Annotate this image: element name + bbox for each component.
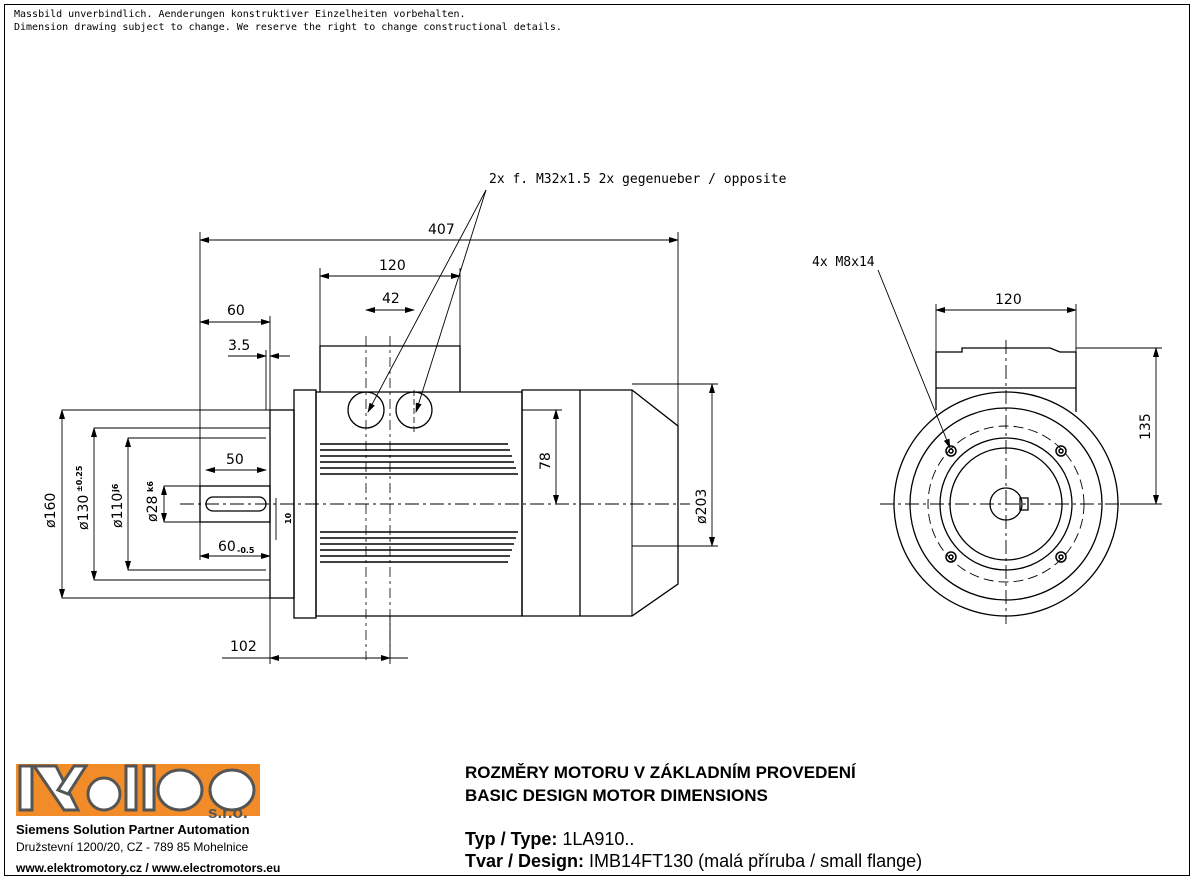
drawing-frame — [4, 4, 1190, 876]
dim-end-box-height: 135 — [1138, 413, 1154, 440]
side-view — [180, 336, 690, 660]
design-value: IMB14FT130 (malá příruba / small flange) — [589, 851, 923, 871]
dim-spigot: 3.5 — [228, 338, 250, 354]
dim-flange-dia: ø160 — [43, 493, 59, 528]
cable-gland-callout: 2x f. M32x1.5 2x gegenueber / opposite — [489, 172, 787, 187]
company-logo: s.r.o. — [16, 764, 260, 822]
title-cz: ROZMĚRY MOTORU V ZÁKLADNÍM PROVEDENÍ — [465, 763, 856, 782]
type-value: 1LA910.. — [562, 829, 635, 849]
disclaimer-de: Massbild unverbindlich. Aenderungen kons… — [14, 9, 466, 20]
title-en: BASIC DESIGN MOTOR DIMENSIONS — [465, 786, 768, 805]
design-row: Tvar / Design: IMB14FT130 (malá příruba … — [465, 851, 922, 872]
end-dimensions — [877, 269, 1162, 505]
dim-overall-length: 407 — [428, 222, 455, 238]
company-web[interactable]: www.elektromotory.cz / www.electromotors… — [16, 861, 281, 875]
dim-gland-spacing: 42 — [382, 291, 400, 307]
end-view — [880, 340, 1130, 624]
dim-shaft-key: 50 — [226, 452, 244, 468]
disclaimer-en: Dimension drawing subject to change. We … — [14, 22, 562, 33]
dim-shaft-length-tol: -0.5 — [237, 546, 255, 555]
dim-foot-to-gland: 102 — [230, 639, 257, 655]
dim-flange-thickness: 10 — [284, 512, 293, 524]
design-label: Tvar / Design: — [465, 851, 585, 871]
flange-bolt-callout: 4x M8x14 — [812, 255, 875, 270]
company-tagline: Siemens Solution Partner Automation — [16, 822, 250, 837]
fan-cover — [521, 389, 679, 617]
dim-housing-dia: ø203 — [694, 489, 710, 524]
dim-terminal-box-width: 120 — [379, 258, 406, 274]
type-label: Typ / Type: — [465, 829, 558, 849]
logo-suffix: s.r.o. — [208, 803, 248, 822]
dim-pitch-dia: ø130 — [76, 495, 92, 530]
cooling-ribs-bottom — [320, 531, 518, 563]
type-row: Typ / Type: 1LA910.. — [465, 829, 634, 850]
dim-flange-to-box: 60 — [227, 303, 245, 319]
dim-pitch-tol: ±0.25 — [75, 465, 84, 492]
dim-spigot-fit: j6 — [111, 483, 120, 493]
dim-end-box-width: 120 — [995, 292, 1022, 308]
dim-shaft-fit: k6 — [146, 481, 155, 492]
cooling-ribs-top — [320, 443, 518, 475]
dim-shaft-height: 78 — [538, 452, 554, 470]
dim-spigot-dia: ø110 — [110, 493, 126, 528]
dim-shaft-dia: ø28 — [145, 496, 161, 522]
side-dimensions — [59, 189, 718, 664]
company-address: Družstevní 1200/20, CZ - 789 85 Mohelnic… — [16, 840, 249, 854]
flange-bolt-holes — [945, 445, 1067, 563]
dim-shaft-length: 60 — [218, 539, 236, 555]
